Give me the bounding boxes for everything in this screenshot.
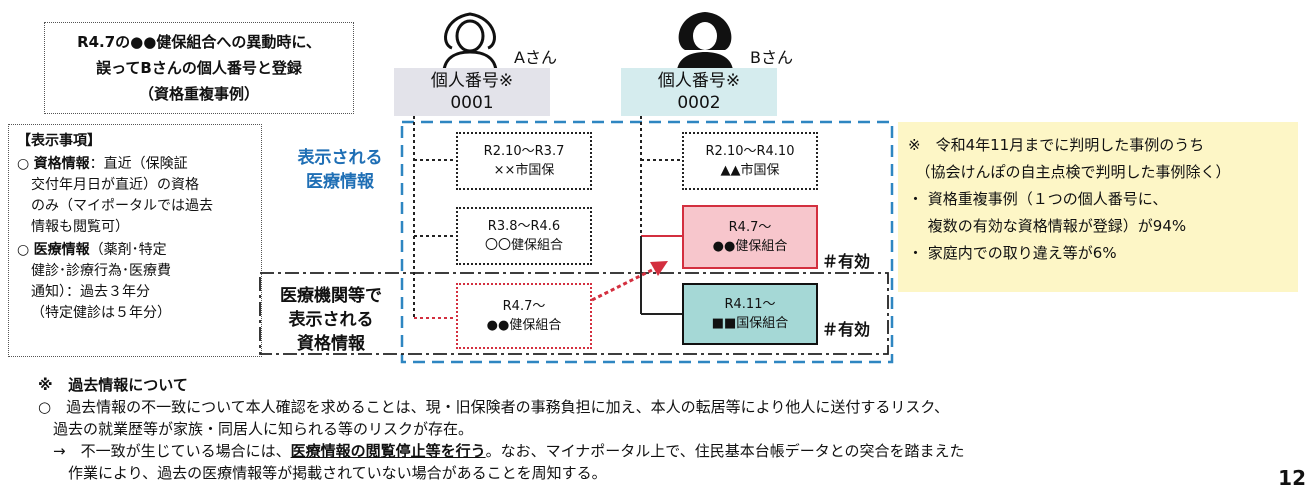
statistics-note-box: ※ 令和4年11月までに判明した事例のうち （協会けんぽの自主点検で判明した事例… — [898, 122, 1298, 292]
label-line: 医療機関等で — [280, 286, 382, 306]
past-info-line: → 不一致が生じている場合には、医療情報の閲覧停止等を行う。なお、マイナポータル… — [38, 440, 1298, 462]
record-insurer: ●●健保組合 — [486, 318, 562, 333]
medical-line: 健診･診療行為･医療費 — [31, 263, 171, 279]
emphasis-text: 医療情報の閲覧停止等を行う — [290, 442, 486, 460]
number-value: 0002 — [677, 93, 721, 113]
qualification-item: ○ 資格情報：直近（保険証 交付年月日が直近）の資格 のみ（マイポータルでは過去… — [17, 154, 253, 238]
case-title-line: 誤ってBさんの個人番号と登録 — [96, 59, 302, 77]
medical-term: 医療情報 — [33, 242, 90, 258]
record-a-1: R2.10～R3.7 ××市国保 — [456, 132, 592, 190]
number-value: 0001 — [450, 93, 494, 113]
label-line: 医療情報 — [306, 172, 374, 192]
arrow-head — [650, 261, 668, 276]
note-line: ・ 資格重複事例（１つの個人番号に、 — [908, 190, 1168, 208]
case-title-line: R4.7の●●健保組合への異動時に、 — [77, 33, 321, 51]
record-a-3: R4.7～ ●●健保組合 — [456, 283, 592, 349]
record-insurer: 〇〇健保組合 — [484, 238, 563, 253]
medical-item: ○ 医療情報（薬剤･特定 健診･診療行為･医療費 通知）：過去３年分 （特定健診… — [17, 240, 253, 324]
number-label: 個人番号※ — [657, 71, 741, 91]
bullet: ○ — [17, 242, 30, 258]
case-title-box: R4.7の●●健保組合への異動時に、 誤ってBさんの個人番号と登録 （資格重複事… — [44, 22, 354, 114]
note-line: （協会けんぽの自主点検で判明した事例除く） — [908, 163, 1231, 181]
record-b-2: R4.7～ ●●健保組合 — [682, 205, 818, 269]
heading-text: 過去情報について — [68, 376, 188, 394]
record-period: R2.10～R4.10 — [705, 144, 795, 159]
person-a-label: Aさん — [514, 48, 557, 67]
note-line: ※ 令和4年11月までに判明した事例のうち — [908, 136, 1205, 154]
institution-info-frame — [259, 272, 889, 355]
valid-label: ＃有効 — [822, 252, 871, 271]
record-insurer: ■■国保組合 — [711, 316, 789, 331]
record-insurer: ××市国保 — [493, 163, 555, 178]
label-line: 資格情報 — [297, 334, 365, 354]
record-insurer: ●●健保組合 — [712, 239, 788, 254]
misregistration-arrow — [591, 266, 657, 302]
institution-displayed-label: 医療機関等で 表示される 資格情報 — [268, 284, 394, 356]
person-female-outline-icon — [442, 12, 498, 70]
record-period: R3.8～R4.6 — [487, 219, 561, 234]
medical-line: 通知）：過去３年分 — [31, 284, 150, 300]
line-suffix: 。なお、マイナポータル上で、住民基本台帳データとの突合を踏まえた — [485, 442, 965, 460]
displayed-medical-label: 表示される 医療情報 — [286, 146, 394, 194]
record-insurer: ▲▲市国保 — [720, 163, 780, 178]
record-b-1: R2.10～R4.10 ▲▲市国保 — [682, 132, 818, 190]
label-line: 表示される — [297, 148, 383, 168]
note-line: 複数の有効な資格情報が登録）が94% — [908, 217, 1187, 235]
display-items-box: 【表示事項】 ○ 資格情報：直近（保険証 交付年月日が直近）の資格 のみ（マイポ… — [8, 124, 262, 357]
record-a-2: R3.8～R4.6 〇〇健保組合 — [456, 207, 592, 265]
qualification-text: ：直近（保険証 — [89, 156, 188, 172]
past-info-section: ※ 過去情報について ○ 過去情報の不一致について本人確認を求めることは、現・旧… — [38, 374, 1298, 484]
past-info-line: 過去の就業歴等が家族・同居人に知られる等のリスクが存在。 — [38, 420, 474, 438]
qualification-term: 資格情報 — [33, 156, 90, 172]
line-prefix: → 不一致が生じている場合には、 — [38, 442, 291, 460]
number-label: 個人番号※ — [430, 71, 514, 91]
record-period: R4.11～ — [724, 297, 776, 312]
record-period: R4.7～ — [728, 220, 772, 235]
person-b-number-box: 個人番号※ 0002 — [621, 68, 777, 116]
medical-info-frame — [400, 120, 894, 364]
person-b-label: Bさん — [750, 48, 793, 67]
person-female-filled-icon — [677, 12, 733, 70]
page-number: 12 — [1278, 466, 1306, 490]
person-a-number-box: 個人番号※ 0001 — [394, 68, 550, 116]
record-b-3: R4.11～ ■■国保組合 — [682, 283, 818, 345]
record-period: R4.7～ — [502, 299, 546, 314]
qualification-line: 情報も閲覧可） — [31, 219, 129, 235]
note-mark: ※ — [38, 376, 53, 394]
label-line: 表示される — [288, 310, 374, 330]
case-title-line: （資格重複事例） — [138, 85, 259, 103]
bullet: ○ — [17, 156, 30, 172]
qualification-line: 交付年月日が直近）の資格 — [31, 177, 199, 193]
medical-line: （特定健診は５年分） — [31, 305, 171, 321]
note-line: ・ 家庭内での取り違え等が6% — [908, 244, 1117, 262]
past-info-line: ○ 過去情報の不一致について本人確認を求めることは、現・旧保険者の事務負担に加え… — [38, 398, 949, 416]
past-info-heading: ※ 過去情報について — [38, 374, 1298, 396]
medical-text: （薬剤･特定 — [89, 242, 167, 258]
qualification-line: のみ（マイポータルでは過去 — [31, 198, 213, 214]
display-items-heading: 【表示事項】 — [17, 133, 101, 149]
record-period: R2.10～R3.7 — [483, 144, 565, 159]
past-info-line: 作業により、過去の医療情報等が掲載されていない場合があることを周知する。 — [38, 464, 607, 482]
valid-label: ＃有効 — [822, 320, 871, 339]
